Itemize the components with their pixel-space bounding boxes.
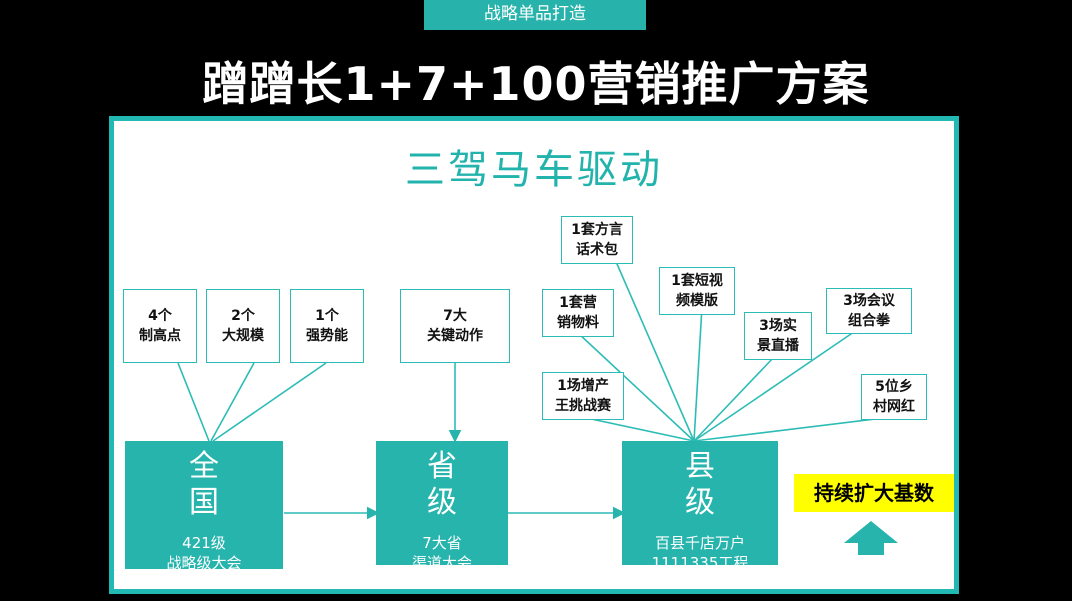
county-item-box: 1套营 销物料 bbox=[542, 289, 614, 337]
connector-lines bbox=[177, 256, 898, 555]
connector-line bbox=[581, 416, 695, 442]
connector-line bbox=[693, 416, 893, 442]
county-level-box: 县 级 百县千店万户 1111335工程 bbox=[622, 441, 778, 572]
county-level-label: 县 级 bbox=[685, 449, 715, 520]
county-item-box: 3场实 景直播 bbox=[744, 312, 812, 360]
province-level-box: 省 级 7大省 渠道大会 bbox=[376, 441, 508, 572]
county-item-box: 1场增产 王挑战赛 bbox=[542, 372, 624, 420]
connector-line bbox=[693, 320, 871, 442]
national-item-box: 1个 强势能 bbox=[290, 289, 364, 363]
province-level-sub: 7大省 渠道大会 bbox=[411, 534, 472, 572]
connector-line bbox=[212, 362, 327, 442]
connector-line bbox=[177, 362, 210, 442]
diagram-panel: 三驾马车驱动 4个 制高点 bbox=[109, 116, 959, 594]
up-arrow-icon bbox=[844, 521, 898, 555]
national-level-sub: 421级 战略级大会 bbox=[166, 534, 242, 572]
province-level-label: 省 级 bbox=[427, 449, 457, 520]
section-tag: 战略单品打造 bbox=[424, 0, 646, 30]
connector-line bbox=[613, 256, 695, 442]
county-item-box: 3场会议 组合拳 bbox=[826, 288, 912, 334]
connector-line bbox=[577, 332, 695, 442]
page-title: 蹭蹭长1+7+100营销推广方案 bbox=[202, 57, 870, 111]
county-item-box: 5位乡 村网红 bbox=[861, 374, 927, 420]
county-item-box: 1套短视 频模版 bbox=[659, 267, 735, 315]
connector-line bbox=[693, 306, 703, 442]
national-item-box: 4个 制高点 bbox=[123, 289, 197, 363]
national-level-box: 全 国 421级 战略级大会 bbox=[125, 441, 283, 572]
national-item-box: 2个 大规模 bbox=[206, 289, 280, 363]
province-item-box: 7大 关键动作 bbox=[400, 289, 510, 363]
callout-badge: 持续扩大基数 bbox=[794, 474, 954, 512]
connector-line bbox=[693, 356, 775, 442]
county-level-sub: 百县千店万户 1111335工程 bbox=[651, 534, 749, 572]
connector-line bbox=[210, 362, 255, 442]
county-item-box: 1套方言 话术包 bbox=[561, 216, 633, 264]
national-level-label: 全 国 bbox=[189, 449, 219, 520]
diagram-subtitle: 三驾马车驱动 bbox=[405, 147, 663, 193]
